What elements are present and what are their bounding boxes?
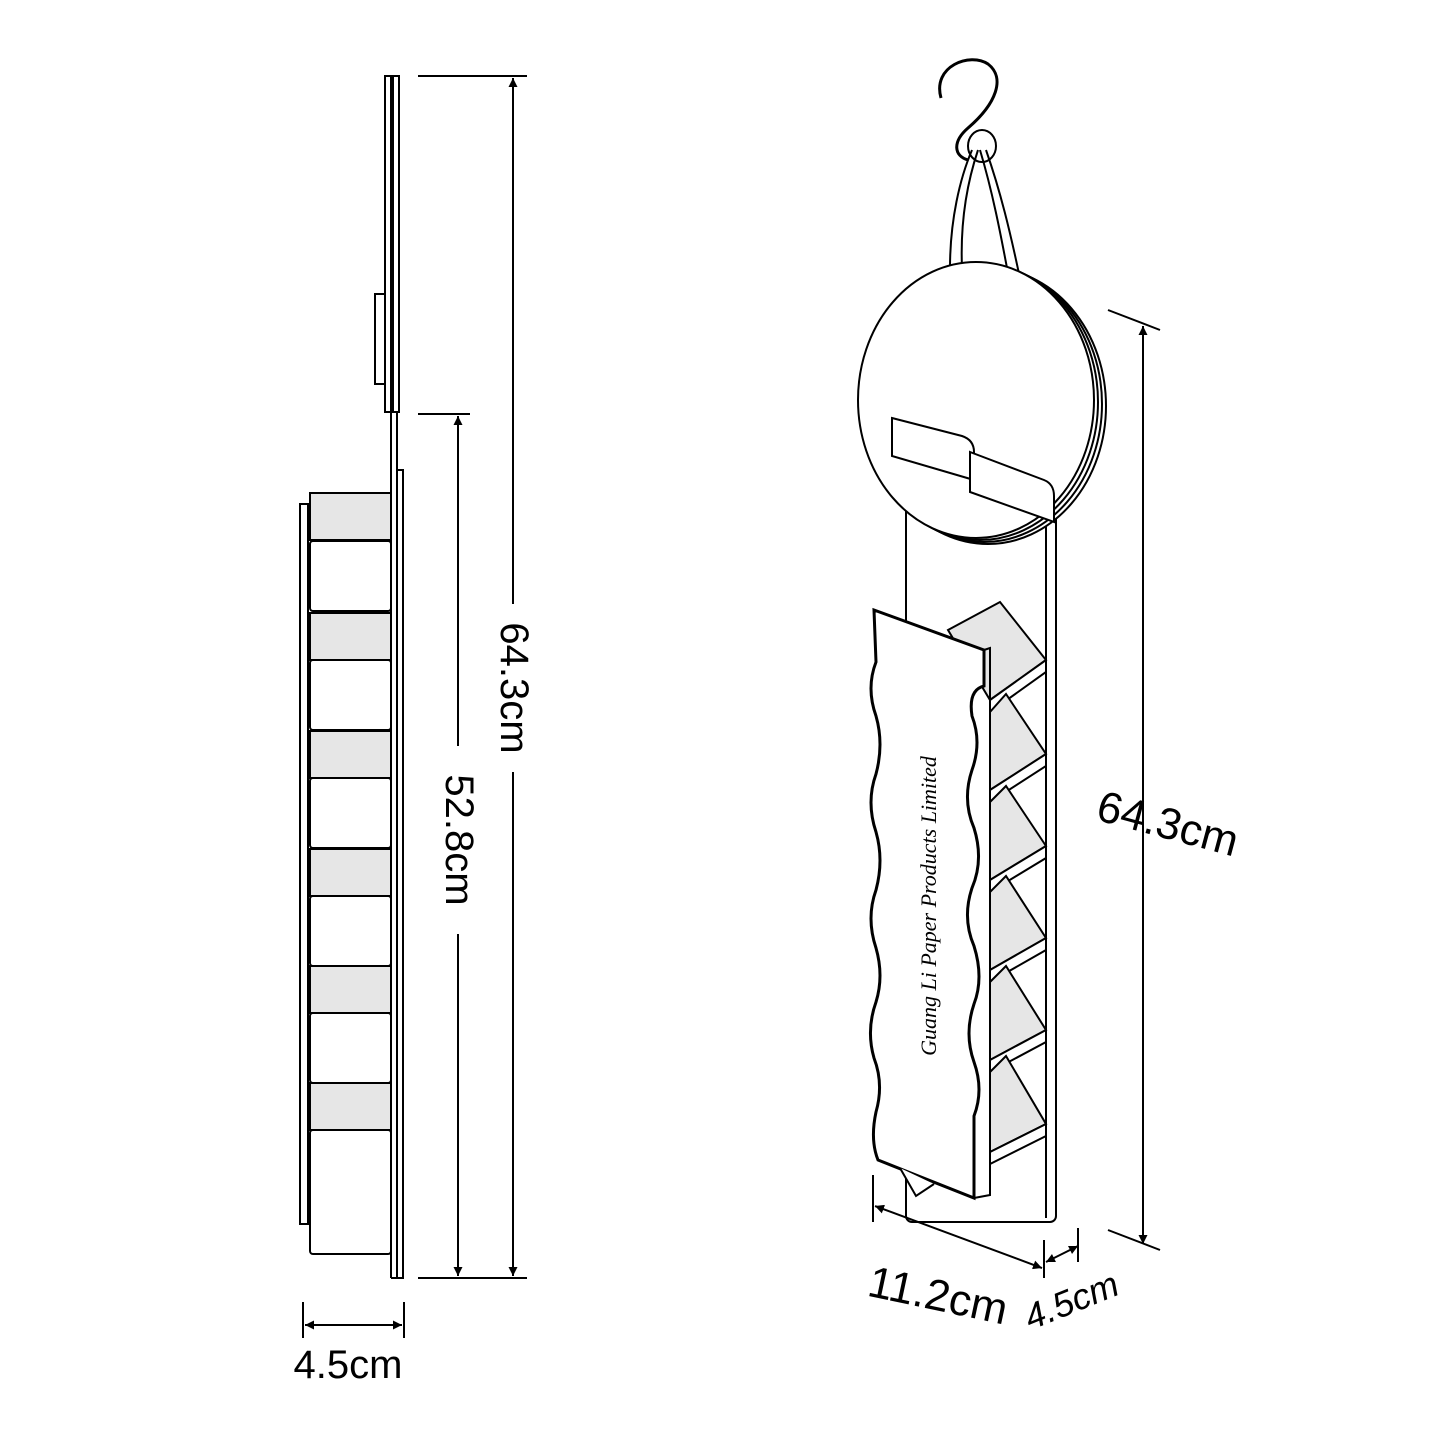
brand-text: Guang Li Paper Products Limited xyxy=(916,755,941,1056)
side-view xyxy=(299,75,527,1338)
hanging-cord xyxy=(949,149,973,269)
side-pocket-bottom xyxy=(309,1129,392,1255)
front-brand-card xyxy=(869,607,986,1201)
side-pocket xyxy=(309,659,392,731)
hanging-hook xyxy=(938,58,999,162)
side-pocket xyxy=(309,1012,392,1084)
side-pocket-shaded xyxy=(309,1082,392,1131)
side-pocket xyxy=(309,777,392,849)
front-pocket-tiers xyxy=(946,600,1048,1166)
front-depth-label: 4.5cm xyxy=(1018,1263,1124,1338)
front-width-label: 11.2cm xyxy=(864,1257,1012,1334)
side-total-height-label: 64.3cm xyxy=(492,622,536,753)
side-depth-label: 4.5cm xyxy=(294,1343,403,1387)
side-rack-height-label: 52.8cm xyxy=(437,774,481,905)
side-header-pocket xyxy=(374,293,386,385)
cord-loop xyxy=(967,129,997,163)
side-pockets xyxy=(309,492,392,1255)
side-pocket xyxy=(309,895,392,967)
side-front-flap xyxy=(299,503,309,1225)
header-slot-right xyxy=(969,450,1055,524)
front-view xyxy=(857,58,1161,1278)
side-header-board-front xyxy=(392,75,400,413)
side-pocket-shaded xyxy=(309,612,392,661)
front-width-dimension xyxy=(872,1175,1045,1278)
side-back-board-layer xyxy=(396,469,404,1279)
side-header-board-back xyxy=(384,75,392,413)
side-rack-height-dimension xyxy=(418,413,470,1276)
side-depth-dimension xyxy=(302,1302,405,1338)
side-pocket-shaded xyxy=(309,848,392,897)
side-pocket xyxy=(309,540,392,612)
front-height-dimension xyxy=(1107,309,1161,1251)
hanging-cord xyxy=(985,149,1023,289)
hanging-cord xyxy=(960,149,979,269)
header-disc-front xyxy=(857,261,1095,539)
front-height-label: 64.3cm xyxy=(1092,782,1244,867)
side-pocket-shaded xyxy=(309,965,392,1014)
front-depth-dimension xyxy=(1045,1228,1079,1263)
card-fold-corner xyxy=(899,1167,935,1198)
side-total-height-dimension xyxy=(418,75,527,1279)
side-pocket-shaded xyxy=(309,730,392,779)
front-brand-card-edge xyxy=(973,646,991,1199)
side-pocket-shaded xyxy=(309,492,392,541)
